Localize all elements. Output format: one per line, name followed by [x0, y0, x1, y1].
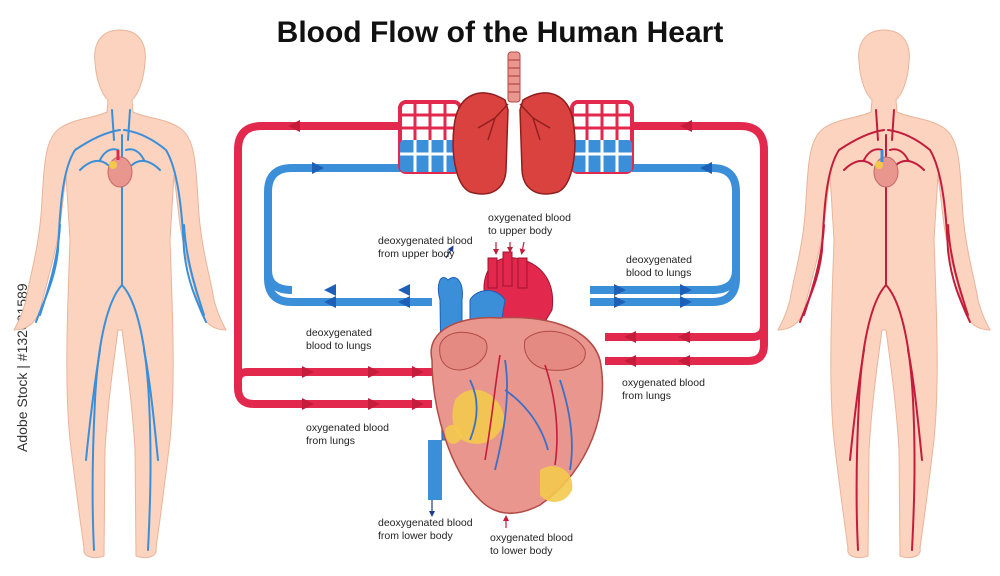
deoxygenated-inner-loop: [264, 164, 432, 306]
left-body-silhouette: [13, 29, 227, 559]
left-body-veins: [35, 109, 207, 551]
label-deoxy-upper: deoxygenated blood from upper body: [378, 235, 476, 260]
label-oxy-upper: oxygenated blood to upper body: [488, 212, 574, 237]
label-oxy-from-lungs-right: oxygenated blood from lungs: [622, 377, 708, 402]
heart-icon: [428, 251, 604, 514]
label-deoxy-lower: deoxygenated blood from lower body: [378, 517, 476, 542]
lungs-icon: [452, 51, 576, 195]
lung-capillaries-right: [570, 100, 634, 174]
lung-capillaries-left: [398, 100, 462, 174]
pulmonary-circuit: [234, 51, 768, 410]
right-body-heart: [873, 150, 899, 188]
label-oxy-lower: oxygenated blood to lower body: [490, 532, 576, 557]
right-body-figure: [777, 29, 991, 559]
right-body-silhouette: [777, 29, 991, 559]
label-deoxy-lungs-right: deoxygenated blood to lungs: [626, 254, 695, 279]
label-oxy-from-lungs-left: oxygenated blood from lungs: [306, 422, 392, 447]
annotation-arrows: [429, 241, 526, 528]
left-body-heart: [107, 150, 133, 188]
left-body-figure: [13, 29, 227, 559]
page-title: Blood Flow of the Human Heart: [277, 16, 724, 49]
oxygenated-outer-loop: [234, 122, 432, 408]
label-deoxy-lungs-left: deoxygenated blood to lungs: [306, 327, 375, 352]
